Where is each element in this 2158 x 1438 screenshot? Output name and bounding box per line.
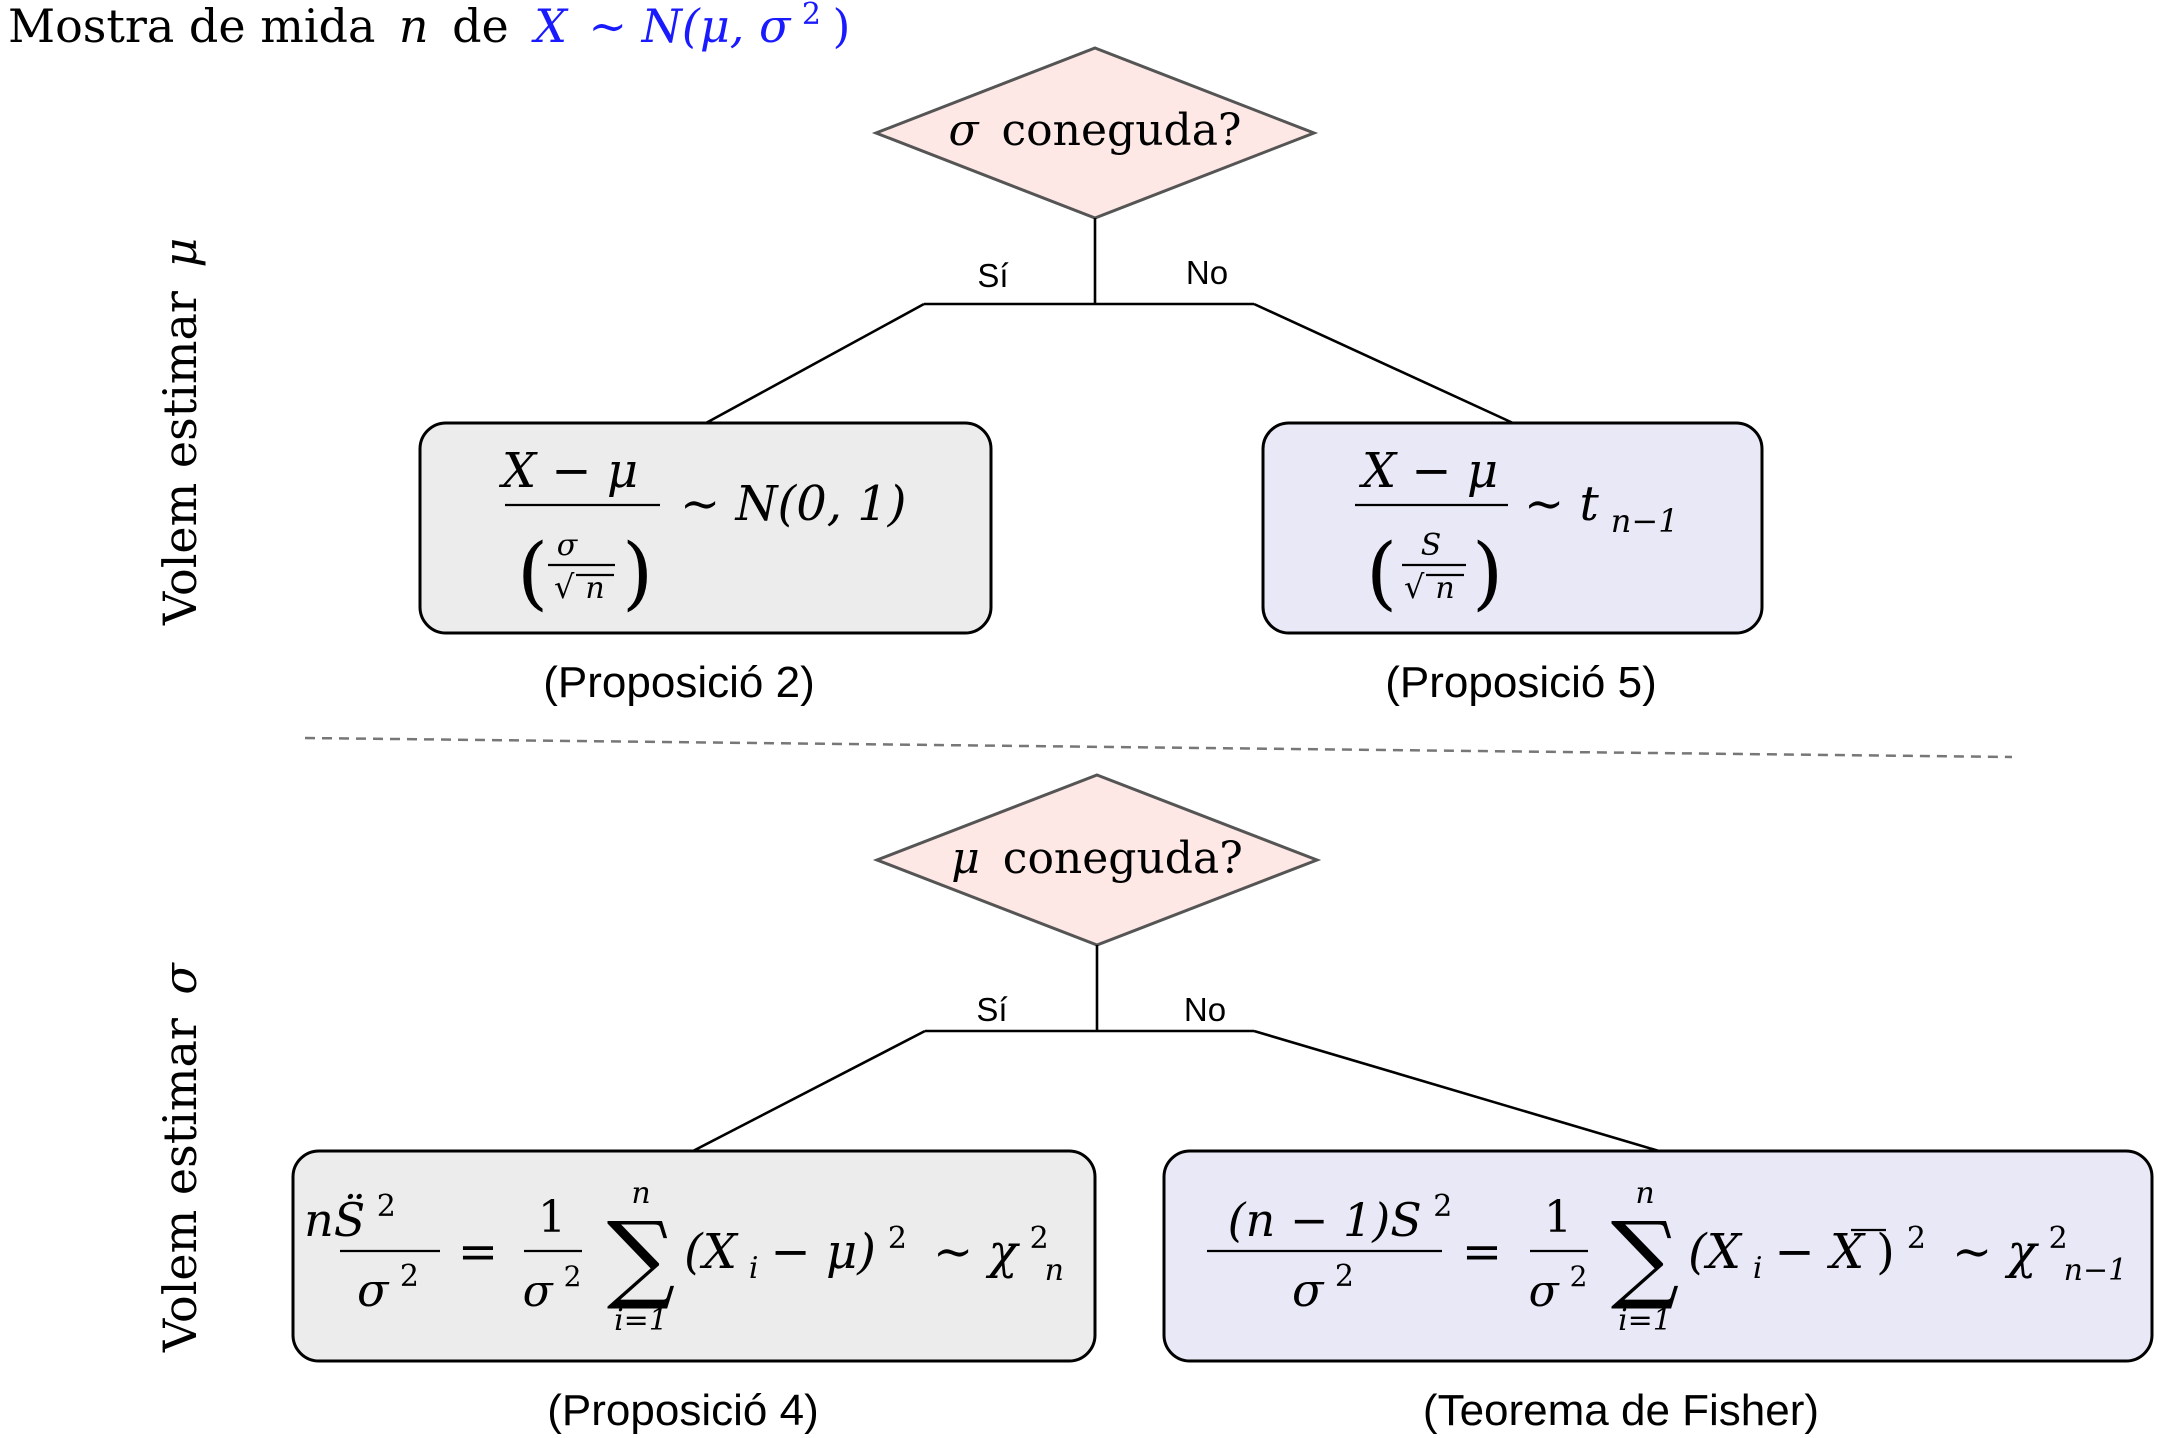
svg-text:i=1: i=1 <box>614 1303 668 1338</box>
sqrt-sign-prop2: √ <box>554 568 575 606</box>
svg-text:n: n <box>585 571 604 606</box>
formula-prop5: X − μ ( S √ n ) ∼ t n−1 <box>1355 443 1679 619</box>
svg-text:X − μ: X − μ <box>498 443 638 499</box>
result-box-prop2: X − μ ( σ √ n ) ∼ N(0, 1) <box>418 421 993 635</box>
sqrt-sign-prop5: √ <box>1404 568 1425 606</box>
svg-text:σ 2: σ 2 <box>523 1260 582 1317</box>
formula-prop2: X − μ ( σ √ n ) ∼ N(0, 1) <box>498 443 907 619</box>
svg-text:n: n <box>1435 571 1454 606</box>
no-label-mu: No <box>1186 254 1228 291</box>
svg-text:n: n <box>631 1176 650 1211</box>
header-title: Mostra de mida n de X ∼ N(μ, σ 2 ) <box>8 0 850 53</box>
section-estimate-mu: Volem estimar μ σ coneguda? Sí No X − μ … <box>153 46 1764 707</box>
svg-text:=: = <box>458 1224 498 1280</box>
yes-label-sigma: Sí <box>976 991 1007 1028</box>
paren-left-prop5: ( <box>1366 526 1397 619</box>
result-box-fisher: (n − 1)S 2 σ 2 = 1 σ 2 n ∑ i=1 <box>1162 1149 2154 1363</box>
svg-text:1: 1 <box>538 1192 566 1243</box>
sum-sign-fisher: ∑ <box>1611 1201 1680 1313</box>
svg-text:1: 1 <box>1544 1192 1572 1243</box>
result-box-prop4: nS̈ 2 σ 2 = 1 σ 2 n ∑ i=1 (X <box>291 1149 1097 1363</box>
side-label-sigma: Volem estimar σ <box>153 962 207 1353</box>
svg-text:(n − 1)S 2: (n − 1)S 2 <box>1228 1189 1453 1247</box>
header-de: de <box>452 0 509 53</box>
header-n: n <box>399 0 429 53</box>
side-label-mu: Volem estimar μ <box>153 238 207 626</box>
svg-text:σ 2: σ 2 <box>1292 1259 1354 1317</box>
branch-lines-sigma <box>692 945 1660 1153</box>
header-prefix: Mostra de mida <box>8 0 375 53</box>
no-label-sigma: No <box>1184 991 1226 1028</box>
svg-text:=: = <box>1462 1224 1502 1280</box>
header-exp: 2 <box>802 0 821 32</box>
rhs-sub-prop5: n−1 <box>1611 502 1679 540</box>
caption-fisher: (Teorema de Fisher) <box>1423 1386 1819 1435</box>
result-box-prop5: X − μ ( S √ n ) ∼ t n−1 <box>1261 421 1764 635</box>
paren-left-prop2: ( <box>517 526 548 619</box>
caption-prop4: (Proposició 4) <box>547 1386 818 1435</box>
paren-right-prop2: ) <box>622 526 653 619</box>
svg-text:i=1: i=1 <box>1618 1303 1672 1338</box>
sum-sign-prop4: ∑ <box>607 1201 676 1313</box>
section-divider <box>304 736 2013 759</box>
svg-text:(X i − μ): (X i − μ) 2 ∼ χ 2 n <box>684 1206 1064 1289</box>
svg-text:σ 2: σ 2 <box>1529 1260 1588 1317</box>
rhs-prop2: ∼ N(0, 1) <box>680 476 907 532</box>
formula-fisher: (n − 1)S 2 σ 2 = 1 σ 2 n ∑ i=1 <box>1207 1176 2127 1338</box>
branch-lines-mu <box>705 218 1514 425</box>
caption-prop2: (Proposició 2) <box>543 658 814 707</box>
header-close: ) <box>832 0 850 53</box>
yes-label-mu: Sí <box>977 257 1008 294</box>
svg-text:(X i −: (X i − X ) 2 ∼ χ 2 n−1 <box>1688 1206 2127 1289</box>
rhs-prop5: ∼ t <box>1524 476 1599 532</box>
decision-text-mu: μ coneguda? <box>951 833 1243 884</box>
section-estimate-sigma: Volem estimar σ μ coneguda? Sí No nS̈ 2 <box>153 773 2154 1435</box>
decision-text-sigma: σ coneguda? <box>948 105 1241 156</box>
svg-text:X − μ: X − μ <box>1358 443 1498 499</box>
svg-text:Mostra de mida n d: Mostra de mida n de X ∼ N(μ, σ 2 ) <box>8 0 850 53</box>
header-X: X <box>531 0 569 53</box>
svg-text:S: S <box>1421 528 1442 563</box>
svg-text:∼ t n−1: ∼ t n−1 <box>1524 476 1679 540</box>
caption-prop5: (Proposició 5) <box>1385 658 1656 707</box>
formula-prop4: nS̈ 2 σ 2 = 1 σ 2 n ∑ i=1 (X <box>304 1176 1064 1338</box>
paren-right-prop5: ) <box>1472 526 1503 619</box>
svg-text:n: n <box>1635 1176 1654 1211</box>
svg-text:nS̈ 2: nS̈ 2 <box>304 1189 396 1247</box>
svg-text:σ 2: σ 2 <box>357 1259 419 1317</box>
svg-text:σ: σ <box>557 528 579 563</box>
header-dist: ∼ N(μ, σ <box>588 0 792 53</box>
